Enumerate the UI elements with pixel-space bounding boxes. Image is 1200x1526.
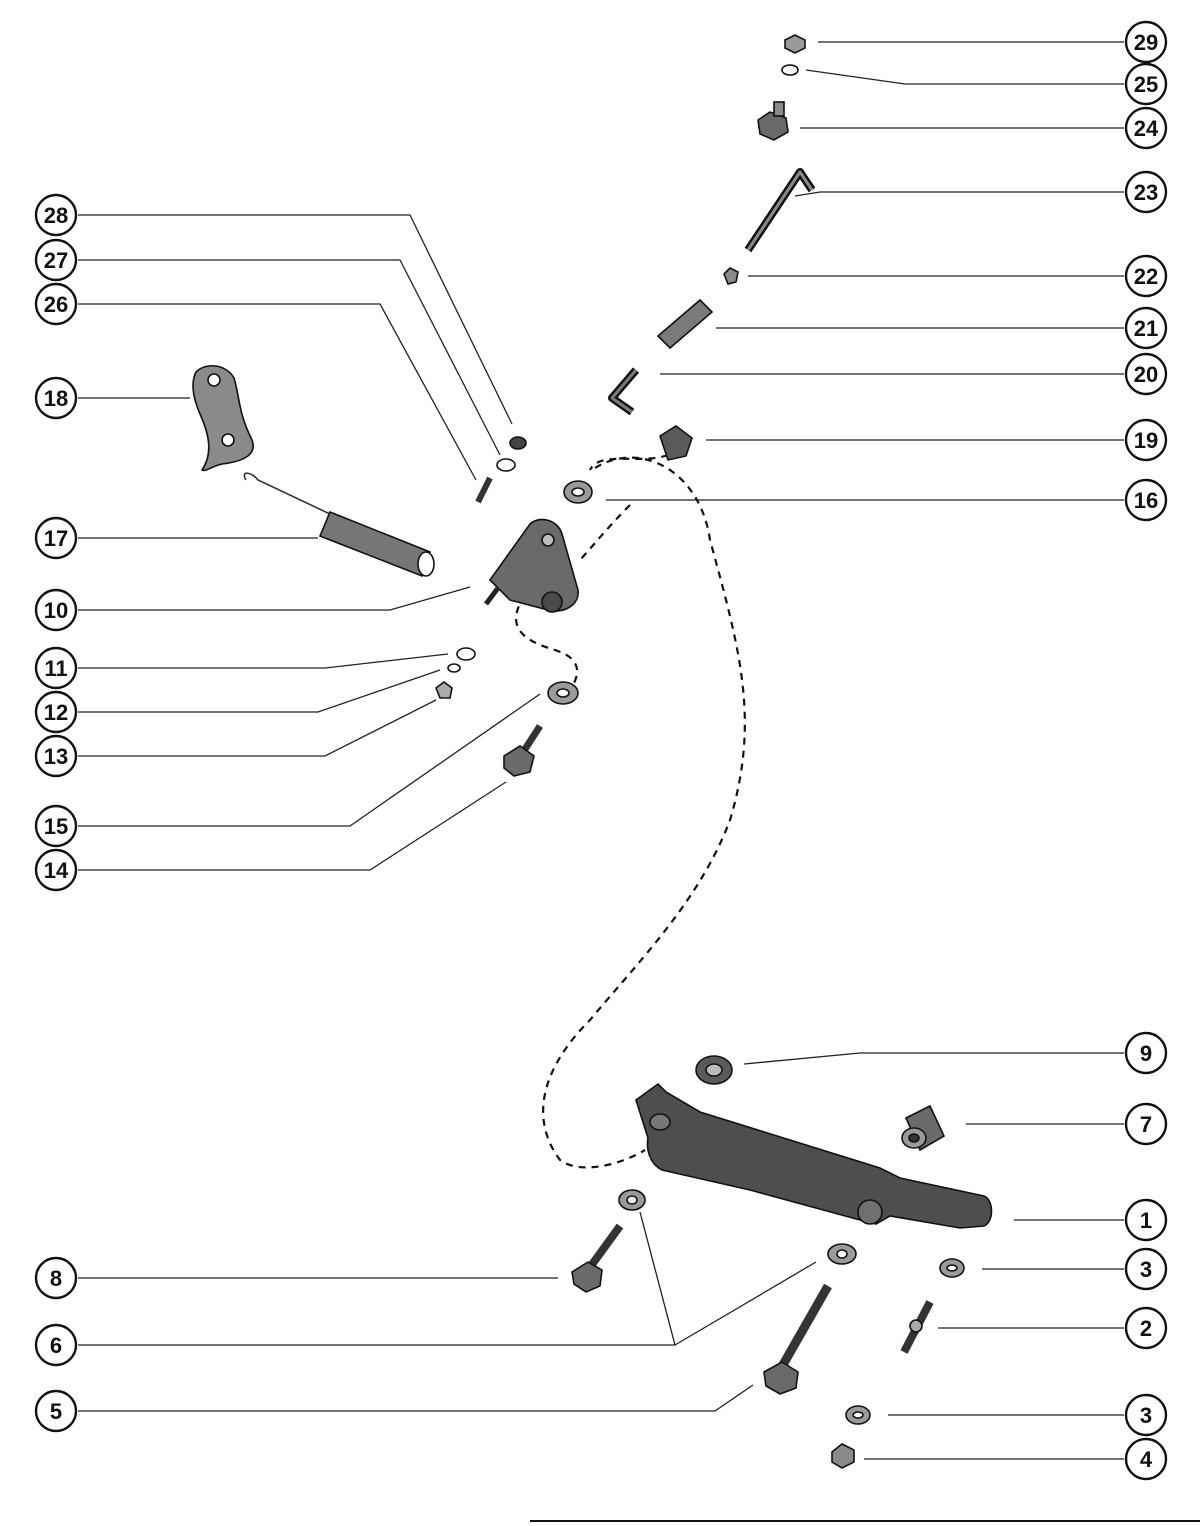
callout-3-lower: 3 (1124, 1393, 1168, 1437)
callout-7: 7 (1124, 1102, 1168, 1146)
part-8-bolt (571, 1223, 624, 1293)
callout-label: 28 (44, 203, 68, 228)
callout-21: 21 (1124, 306, 1168, 350)
part-28-nut (509, 436, 527, 450)
callout-label: 8 (50, 1266, 62, 1291)
part-6-washer-a (618, 1189, 646, 1211)
part-2-stud (900, 1300, 934, 1354)
callout-label: 4 (1140, 1447, 1153, 1472)
callout-label: 29 (1134, 30, 1158, 55)
part-18-bracket (192, 365, 254, 472)
callout-label: 1 (1140, 1208, 1152, 1233)
part-11-washer (456, 647, 476, 661)
callout-16: 16 (1124, 478, 1168, 522)
callout-label: 3 (1140, 1257, 1152, 1282)
callout-label: 19 (1134, 428, 1158, 453)
callout-19: 19 (1124, 418, 1168, 462)
callout-5: 5 (34, 1389, 78, 1433)
part-6-washer-b (827, 1243, 857, 1265)
callout-24: 24 (1124, 106, 1168, 150)
assembly-dashed-paths (514, 453, 746, 1169)
callout-label: 26 (44, 292, 68, 317)
callout-29: 29 (1124, 20, 1168, 64)
callout-11: 11 (34, 646, 78, 690)
callout-label: 18 (44, 386, 68, 411)
callout-label: 24 (1134, 116, 1159, 141)
callout-label: 20 (1134, 362, 1158, 387)
callout-label: 27 (44, 248, 68, 273)
callout-label: 6 (50, 1333, 62, 1358)
part-26-stud (475, 476, 493, 504)
part-5-bolt (763, 1283, 832, 1395)
callout-1: 1 (1124, 1198, 1168, 1242)
callout-label: 25 (1134, 72, 1158, 97)
part-23-bent-rod (744, 168, 816, 253)
callout-label: 11 (44, 656, 67, 681)
callout-27: 27 (34, 238, 78, 282)
part-29-nut (784, 34, 806, 54)
callout-18: 18 (34, 376, 78, 420)
callout-28: 28 (34, 193, 78, 237)
callout-label: 12 (44, 700, 68, 725)
callout-2: 2 (1124, 1306, 1168, 1350)
callout-12: 12 (34, 690, 78, 734)
part-14-bolt (503, 724, 543, 777)
part-21-sleeve (656, 298, 714, 350)
part-12-washer (447, 663, 461, 673)
callout-26: 26 (34, 282, 78, 326)
part-4-nut (831, 1443, 855, 1469)
callout-9: 9 (1124, 1031, 1168, 1075)
callouts: 29 25 24 23 22 21 20 19 (34, 20, 1168, 1481)
callout-25: 25 (1124, 62, 1168, 106)
leader-lines (78, 41, 1124, 1460)
part-17-spring (243, 472, 435, 578)
callout-label: 15 (44, 814, 68, 839)
callout-label: 22 (1134, 264, 1158, 289)
callout-label: 9 (1140, 1041, 1152, 1066)
callout-label: 10 (44, 598, 68, 623)
callout-label: 21 (1134, 316, 1158, 341)
callout-23: 23 (1124, 170, 1168, 214)
callout-label: 2 (1140, 1316, 1152, 1341)
part-3-washer-b (845, 1405, 871, 1425)
callout-label: 14 (44, 858, 69, 883)
part-16-washer (563, 480, 593, 504)
callout-label: 13 (44, 744, 68, 769)
part-3-washer-a (939, 1258, 965, 1278)
callout-17: 17 (34, 516, 78, 560)
part-7-bushing (901, 1104, 946, 1152)
callout-6: 6 (34, 1323, 78, 1367)
part-9-bushing (695, 1055, 733, 1085)
part-10-housing (484, 518, 579, 613)
part-25-washer (781, 64, 799, 76)
part-22-small-nut (723, 267, 739, 285)
part-19-clip (659, 425, 693, 461)
part-1-lever-arm (635, 1082, 993, 1229)
callout-label: 7 (1140, 1112, 1152, 1137)
callout-label: 3 (1140, 1403, 1152, 1428)
part-15-washer (547, 681, 579, 705)
part-20-l-rod (608, 367, 640, 416)
callout-label: 23 (1134, 180, 1158, 205)
callout-13: 13 (34, 734, 78, 778)
callout-22: 22 (1124, 254, 1168, 298)
callout-20: 20 (1124, 352, 1168, 396)
callout-4: 4 (1124, 1437, 1168, 1481)
callout-3-upper: 3 (1124, 1247, 1168, 1291)
callout-label: 5 (50, 1399, 62, 1424)
callout-label: 16 (1134, 488, 1158, 513)
part-24-fitting (757, 101, 789, 141)
callout-8: 8 (34, 1256, 78, 1300)
part-13-nut (435, 681, 453, 699)
callout-14: 14 (34, 848, 78, 892)
callout-10: 10 (34, 588, 78, 632)
callout-label: 17 (44, 526, 68, 551)
part-27-washer (496, 458, 516, 472)
callout-15: 15 (34, 804, 78, 848)
